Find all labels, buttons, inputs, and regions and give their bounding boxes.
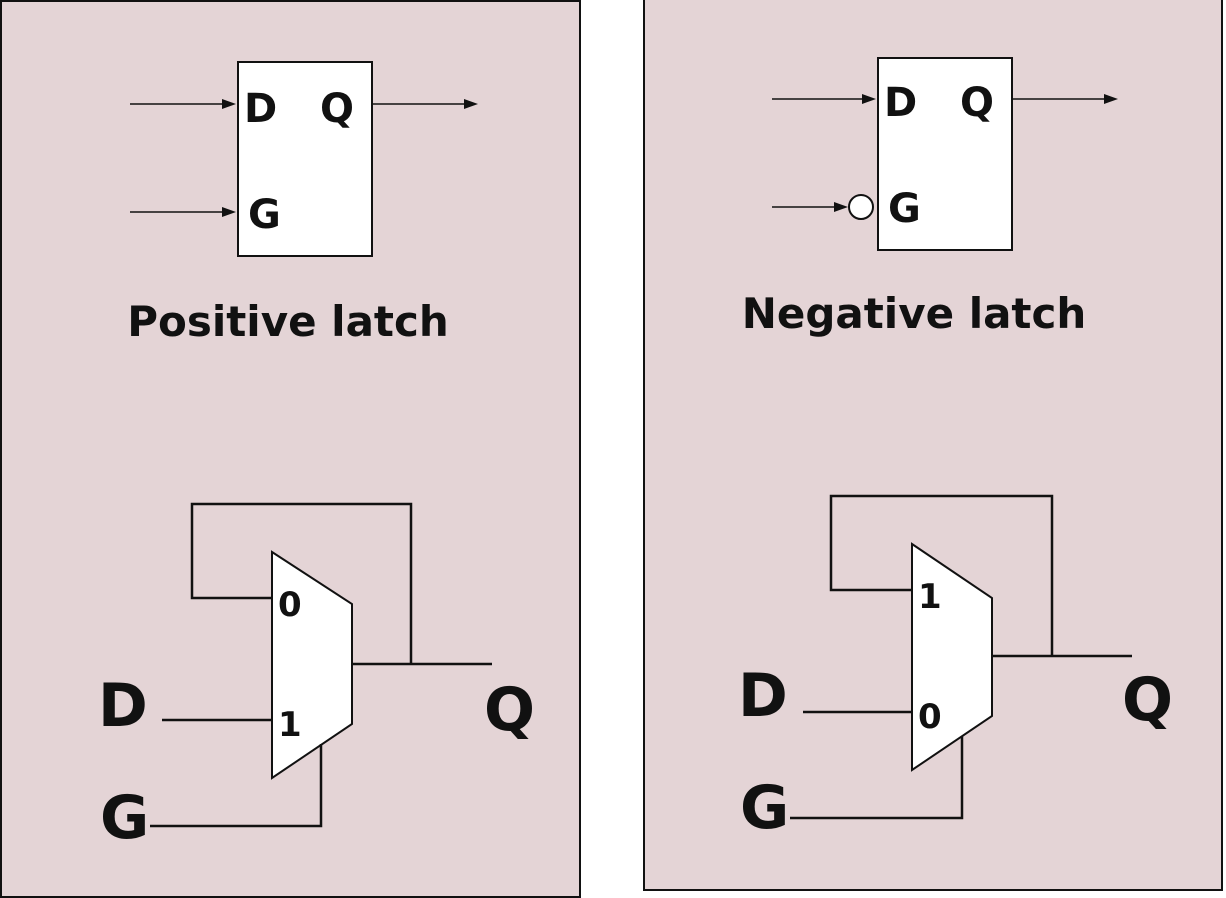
d-input-arrowhead	[222, 99, 236, 109]
g-signal-label: G	[100, 783, 149, 853]
q-signal-label: Q	[484, 675, 535, 745]
d-signal-label: D	[738, 661, 788, 731]
d-input-arrowhead	[862, 94, 876, 104]
g-input-arrowhead	[222, 207, 236, 217]
positive-latch-mux-circuit: 0 1 D Q G	[98, 502, 535, 853]
q-output-arrowhead	[464, 99, 478, 109]
latch-box	[877, 57, 1013, 251]
q-pin-label: Q	[320, 86, 354, 132]
feedback-wire	[190, 502, 413, 664]
g-pin-label: G	[248, 192, 281, 238]
g-pin-label: G	[888, 186, 921, 232]
inversion-bubble	[848, 194, 874, 220]
positive-latch-symbol: D Q G	[130, 61, 478, 257]
feedback-wire	[829, 494, 1054, 656]
mux-body	[271, 550, 353, 780]
q-output-arrowhead	[1104, 94, 1118, 104]
g-input-arrowhead	[834, 202, 848, 212]
negative-latch-caption: Negative latch	[742, 289, 1087, 338]
negative-latch-symbol: D Q G	[772, 57, 1118, 251]
positive-latch-caption: Positive latch	[127, 297, 449, 346]
d-signal-label: D	[98, 671, 148, 741]
mux-input-bottom-label: 1	[278, 705, 302, 745]
q-signal-label: Q	[1122, 665, 1173, 735]
mux-input-top-label: 1	[918, 577, 942, 617]
mux-input-top-label: 0	[278, 585, 302, 625]
negative-latch-panel: D Q G Negative latch 1 0 D Q G	[643, 0, 1223, 891]
q-pin-label: Q	[960, 80, 994, 126]
positive-latch-panel: D Q G Positive latch 0 1 D Q G	[0, 0, 581, 898]
d-pin-label: D	[244, 86, 277, 132]
mux-body	[911, 542, 993, 772]
g-select-wire	[150, 744, 323, 828]
latch-box	[237, 61, 373, 257]
g-select-wire	[790, 736, 964, 820]
mux-input-bottom-label: 0	[918, 697, 942, 737]
g-signal-label: G	[740, 773, 789, 843]
negative-latch-mux-circuit: 1 0 D Q G	[738, 494, 1173, 843]
d-pin-label: D	[884, 80, 917, 126]
